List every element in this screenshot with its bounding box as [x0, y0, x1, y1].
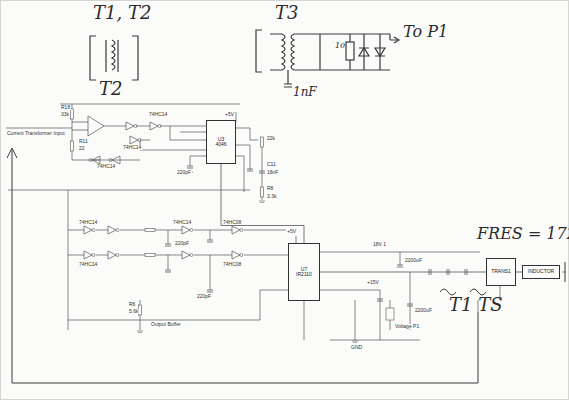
component-label: 74HC14: [148, 112, 168, 117]
component-label: 74HC08: [222, 220, 242, 225]
component-label: 3.3k: [266, 194, 277, 199]
component-label: 74HC14: [78, 262, 98, 267]
component-label: 74HC08: [222, 262, 242, 267]
component-label: 220pF: [196, 294, 212, 299]
ic-box: INDUCTOR: [522, 265, 560, 279]
wire: [221, 164, 304, 243]
handwritten-note: FRES = 172 kHz: [476, 226, 569, 243]
ic-box: TRANS1: [486, 258, 516, 286]
component-label: 22k: [266, 136, 276, 141]
ic-box: U7IR2110: [288, 243, 320, 301]
component-label: R18: [60, 105, 71, 110]
part-name: IR2110: [296, 272, 312, 278]
component-label: 220pF: [174, 241, 190, 246]
handwritten-note: To P1: [402, 24, 449, 41]
component-label: +15V: [366, 280, 380, 285]
component-label: 33k: [60, 112, 70, 117]
component-label: R8: [266, 186, 274, 191]
component-label: 18V 1: [372, 242, 387, 247]
component-label: C11: [266, 162, 277, 167]
component-label: R6: [128, 302, 136, 307]
component-label: Voltage P1: [394, 324, 420, 329]
component-label: +5V: [286, 229, 297, 234]
handwritten-note: T2: [98, 80, 123, 99]
part-name: INDUCTOR: [528, 269, 554, 275]
component-label: +5V: [224, 112, 235, 117]
component-label: 22: [78, 146, 86, 151]
handwritten-note: 10: [334, 42, 346, 50]
component-label: Output Buffer: [150, 322, 182, 327]
handwritten-note: 1nF: [292, 86, 318, 99]
handwritten-note: T3: [274, 4, 299, 23]
component-label: 5.6k: [128, 309, 139, 314]
component-label: 74HC14: [172, 220, 192, 225]
part-name: TRANS1: [491, 269, 511, 275]
ic-box: U34046: [206, 120, 236, 164]
component-label: R11: [78, 139, 89, 144]
component-label: Current Transformer Input: [6, 131, 66, 136]
handwritten-note: T1, T2: [92, 4, 152, 23]
component-label: 74HC14: [78, 220, 98, 225]
wire: [320, 272, 486, 273]
part-name: 4046: [215, 142, 226, 148]
component-label: 2200uF: [414, 308, 433, 313]
component-label: GND: [350, 345, 363, 350]
component-label: 18nF: [266, 170, 279, 175]
component-label: 74HC14: [96, 164, 116, 169]
component-label: 74HC14: [122, 145, 142, 150]
handwritten-note: T1 TS: [448, 296, 504, 315]
component-label: 2200uF: [404, 258, 423, 263]
component-label: 220pF: [176, 170, 192, 175]
